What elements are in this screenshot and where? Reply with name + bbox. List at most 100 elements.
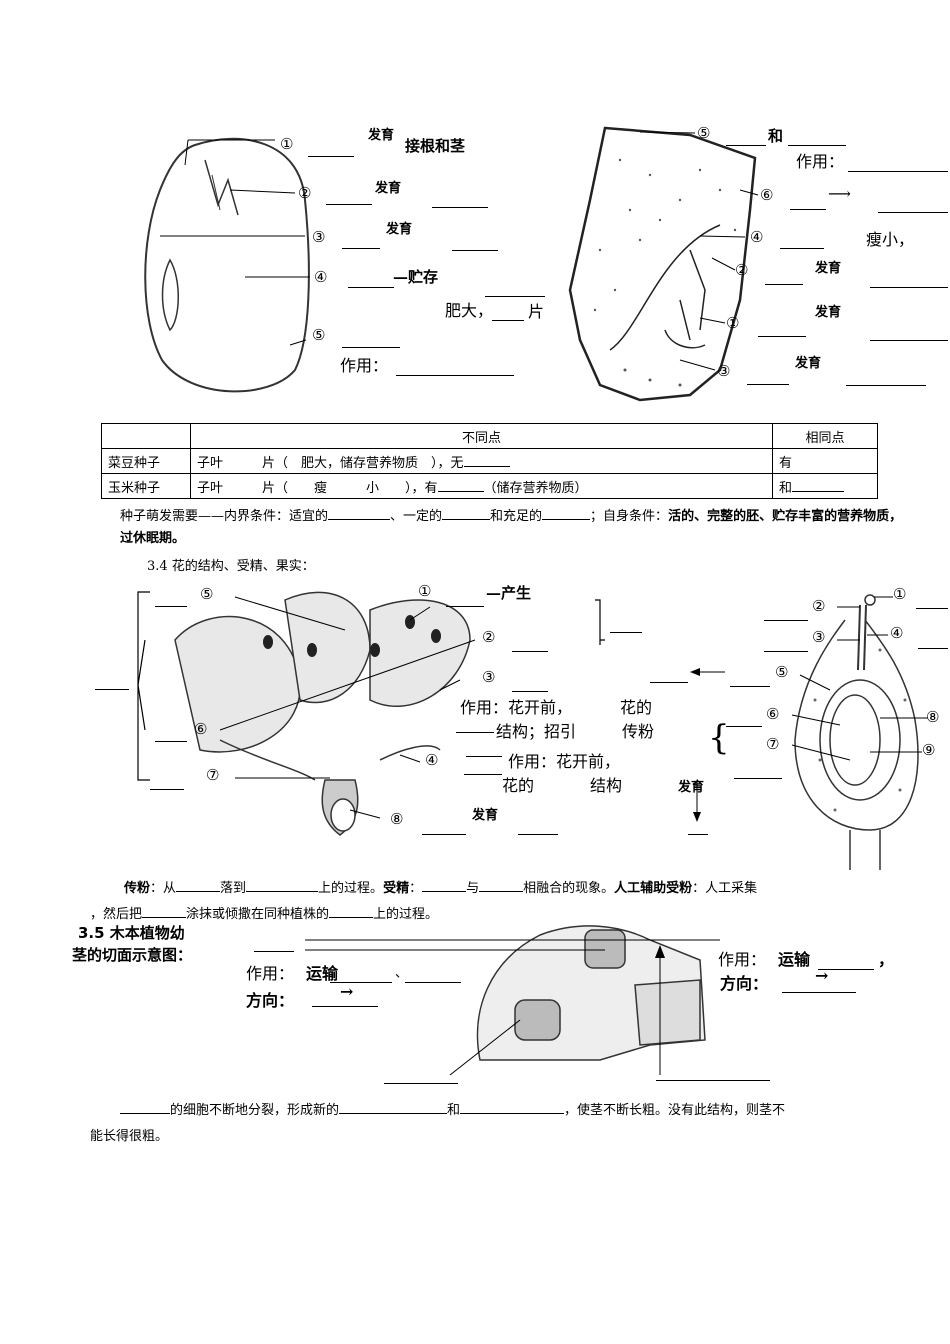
flower-blank-2[interactable]	[512, 637, 548, 652]
corn-zuoyong: 作用：	[796, 152, 845, 171]
stem-drawing	[476, 925, 706, 1061]
stem-right-arrow: →	[815, 966, 829, 985]
ovule-blank-3[interactable]	[764, 637, 808, 652]
pollin-blank-4[interactable]	[479, 877, 524, 892]
flower-blank-5[interactable]	[155, 592, 187, 607]
germ-blank-2[interactable]	[442, 505, 491, 520]
flower-label-2: ②	[482, 628, 496, 646]
ovule-blank-5[interactable]	[730, 672, 770, 687]
stem-left-blank-1[interactable]	[330, 968, 392, 983]
stem-right-comma: ，	[878, 950, 895, 969]
bean-leader-lines	[160, 139, 310, 346]
bean-develop-2: 发育	[375, 181, 402, 196]
ovule-blank-7[interactable]	[734, 764, 782, 779]
ovule-blank-seed[interactable]	[688, 820, 708, 835]
corn-blank-6b[interactable]	[878, 198, 948, 213]
bean-blank-2[interactable]	[326, 190, 372, 205]
ovule-blank-6[interactable]	[726, 712, 762, 727]
table-row1-blank[interactable]	[463, 452, 510, 467]
bean-blank-5[interactable]	[342, 333, 400, 348]
stem-right-blank-1[interactable]	[818, 955, 874, 970]
stem-left-fangxiang: 方向：	[246, 991, 295, 1010]
corn-label-1: ①	[726, 314, 740, 332]
seed-comparison-table: 不同点 相同点 菜豆种子 子叶 片（ 肥大，储存营养物质 ），无 有 玉米种子 …	[101, 423, 878, 499]
flower-blank-3[interactable]	[512, 677, 548, 692]
bean-blank-4c[interactable]	[492, 306, 524, 321]
stem-right-blank-2[interactable]	[782, 978, 856, 993]
table-row2-blank[interactable]	[437, 477, 484, 492]
flower-label-3: ③	[482, 668, 496, 686]
bean-blank-1[interactable]	[308, 142, 354, 157]
bean-store: —贮存	[393, 268, 439, 286]
stem-blank-bottom-left[interactable]	[384, 1069, 458, 1084]
stem-blank-bottom-right[interactable]	[656, 1066, 770, 1081]
germ-blank-3[interactable]	[542, 505, 591, 520]
corn-blank-5[interactable]	[726, 131, 766, 146]
pollin-blank-5[interactable]	[142, 903, 187, 918]
corn-blank-5c[interactable]	[848, 157, 948, 172]
corn-blank-3[interactable]	[747, 370, 789, 385]
flower-z1a: 作用：花开前，	[460, 698, 573, 717]
corn-develop-3: 发育	[795, 356, 822, 371]
bean-blank-4b[interactable]	[485, 282, 545, 297]
corn-blank-4[interactable]	[780, 234, 824, 249]
cambium-blank-1[interactable]	[120, 1099, 170, 1114]
bean-label-5: ⑤	[312, 326, 326, 344]
corn-blank-2[interactable]	[765, 270, 803, 285]
bean-label-4: ④	[314, 268, 328, 286]
corn-blank-1[interactable]	[758, 322, 806, 337]
bean-blank-4[interactable]	[348, 273, 394, 288]
cambium-paragraph: 的细胞不断地分裂，形成新的和，使茎不断长粗。没有此结构，则茎不 能长得很粗。	[90, 1098, 900, 1150]
flower-blank-1b[interactable]	[610, 618, 642, 633]
flower-label-1: ①	[418, 582, 432, 600]
flower-blank-4a[interactable]	[466, 742, 502, 757]
ovule-label-1: ①	[893, 585, 907, 603]
ovule-blank-2[interactable]	[764, 606, 808, 621]
corn-blank-2b[interactable]	[870, 273, 948, 288]
flower-label-7: ⑦	[206, 766, 220, 784]
bean-label-1: ①	[280, 135, 294, 153]
ovule-blank-1[interactable]	[916, 594, 948, 609]
corn-blank-1b[interactable]	[870, 326, 948, 341]
ovule-blank-4[interactable]	[918, 634, 948, 649]
flower-blank-4[interactable]	[464, 760, 502, 775]
flower-blank-1[interactable]	[446, 592, 484, 607]
pollin-blank-1[interactable]	[176, 877, 221, 892]
flower-blank-6[interactable]	[155, 727, 187, 742]
pollin-blank-3[interactable]	[422, 877, 467, 892]
corn-label-2: ②	[735, 261, 749, 279]
stem-right-yunshu: 运输	[778, 950, 811, 969]
bean-blank-5b[interactable]	[396, 361, 514, 376]
flower-blank-8a[interactable]	[150, 775, 184, 790]
bean-blank-3b[interactable]	[452, 236, 498, 251]
table-header-same: 相同点	[772, 423, 878, 449]
ovule-label-4: ④	[890, 624, 904, 642]
corn-blank-3b[interactable]	[846, 371, 926, 386]
flower-blank-whole[interactable]	[95, 675, 129, 690]
bean-root-stem: 接根和茎	[405, 137, 466, 155]
ovule-label-9: ⑨	[922, 741, 936, 759]
flower-blank-8[interactable]	[422, 820, 466, 835]
corn-blank-6[interactable]	[790, 195, 826, 210]
flower-blank-z1[interactable]	[456, 718, 494, 733]
corn-blank-5b[interactable]	[788, 131, 846, 146]
pollin-blank-6[interactable]	[329, 903, 374, 918]
germ-blank-1[interactable]	[328, 505, 391, 520]
stem-left-blank-2[interactable]	[405, 968, 461, 983]
stem-left-blank-3[interactable]	[312, 992, 378, 1007]
bean-blank-3[interactable]	[342, 234, 380, 249]
flower-z1b: 花的	[620, 698, 653, 717]
section-3-5-title-2: 茎的切面示意图：	[72, 946, 193, 964]
pollin-blank-2[interactable]	[246, 877, 319, 892]
stem-left-dot: 、	[395, 966, 409, 981]
flower-blank-8b[interactable]	[518, 820, 558, 835]
bean-blank-2b[interactable]	[432, 193, 488, 208]
table-row2-same-blank[interactable]	[792, 477, 845, 492]
table-corner	[101, 423, 191, 449]
ovule-blank-fruit[interactable]	[650, 668, 688, 683]
cambium-blank-2[interactable]	[339, 1099, 448, 1114]
corn-thin: 瘦小，	[866, 230, 915, 249]
table-row2-diff: 子叶 片（ 瘦 小 ），有（储存营养物质）	[190, 473, 773, 499]
stem-blank-top[interactable]	[254, 937, 294, 952]
cambium-blank-3[interactable]	[460, 1099, 565, 1114]
